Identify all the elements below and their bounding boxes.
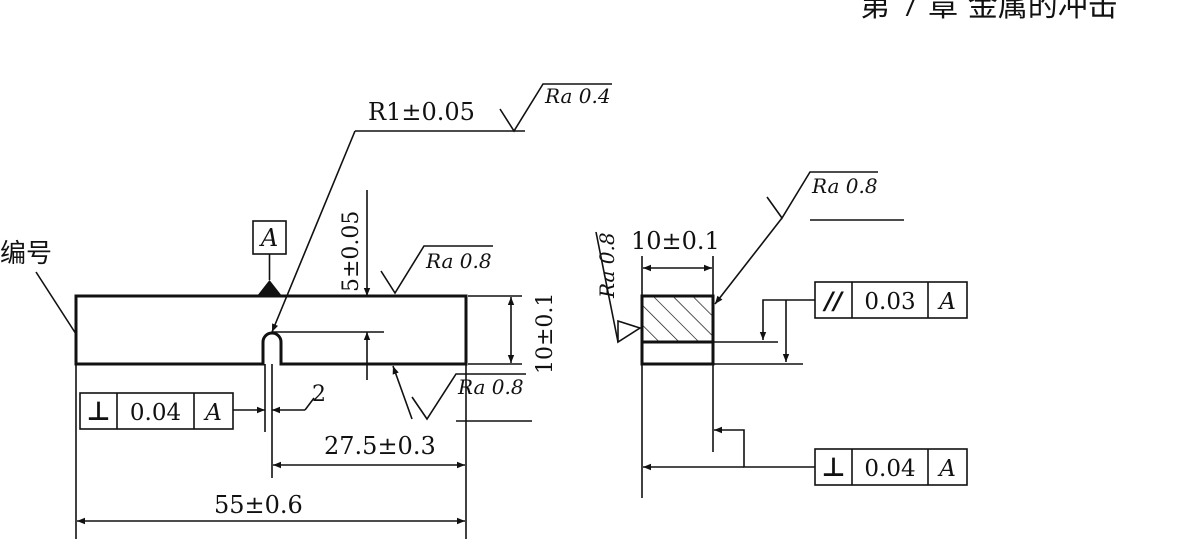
perp-right-leader-1 (714, 426, 815, 468)
parallel-value: 0.03 (864, 289, 915, 315)
notch-depth-dim: 5±0.05 (339, 211, 364, 292)
roughness-symbol-section (766, 171, 878, 220)
parallelism-frame: // 0.03 A (814, 281, 968, 319)
section-hatch (642, 296, 713, 342)
roughness-bottom-leader (392, 365, 413, 420)
perp-symbol-right: ⊥ (822, 453, 846, 483)
roughness-symbol-bottom (411, 373, 526, 421)
roughness-section-leader (714, 217, 783, 305)
notch-radius-dim: R1±0.05 (368, 98, 475, 126)
chapter-header: 第 7 章 金属的冲击 (860, 0, 1118, 24)
roughness-top: Ra 0.8 (425, 249, 492, 273)
roughness-symbol-top (380, 245, 493, 295)
roughness-side-line (595, 231, 619, 343)
parallel-symbol: // (822, 287, 845, 315)
part-number-label: 编号 (0, 239, 52, 269)
specimen-outline (74, 294, 468, 366)
section-outline (640, 294, 715, 366)
roughness-bottom: Ra 0.8 (457, 375, 524, 399)
part-number-leader (35, 271, 77, 335)
parallel-datum: A (937, 289, 956, 315)
height-dim: 10±0.1 (533, 293, 558, 374)
notch-width-dim: 2 (312, 382, 326, 407)
perp-datum-left: A (203, 400, 222, 426)
parallel-leader-1 (759, 299, 815, 340)
perpendicularity-frame-right: ⊥ 0.04 A (814, 448, 968, 486)
roughness-side: Ra 0.8 (595, 232, 619, 299)
front-view: 编号 A R1±0.05 Ra 0.4 5±0.05 Ra 0.8 10±0.1… (0, 83, 612, 539)
perp-datum-right: A (937, 456, 956, 482)
datum-triangle (257, 280, 282, 296)
perp-value-right: 0.04 (864, 456, 915, 482)
notch-position-dim: 27.5±0.3 (324, 432, 436, 460)
section-width-dim: 10±0.1 (631, 227, 720, 255)
perp-symbol-left: ⊥ (87, 397, 111, 427)
roughness-notch: Ra 0.4 (544, 84, 611, 108)
roughness-symbol-notch (499, 83, 612, 133)
section-view: 10±0.1 Ra 0.8 Ra 0.8 // 0.03 A (595, 171, 968, 498)
datum-label: A (259, 224, 278, 252)
perpendicularity-frame-left: ⊥ 0.04 A (79, 392, 234, 430)
roughness-symbol-side (617, 319, 642, 344)
notch-radius-leader (271, 130, 356, 333)
perp-value-left: 0.04 (130, 400, 181, 426)
notch-width-leader (304, 397, 315, 411)
length-dim: 55±0.6 (214, 491, 303, 519)
roughness-section: Ra 0.8 (811, 174, 878, 198)
